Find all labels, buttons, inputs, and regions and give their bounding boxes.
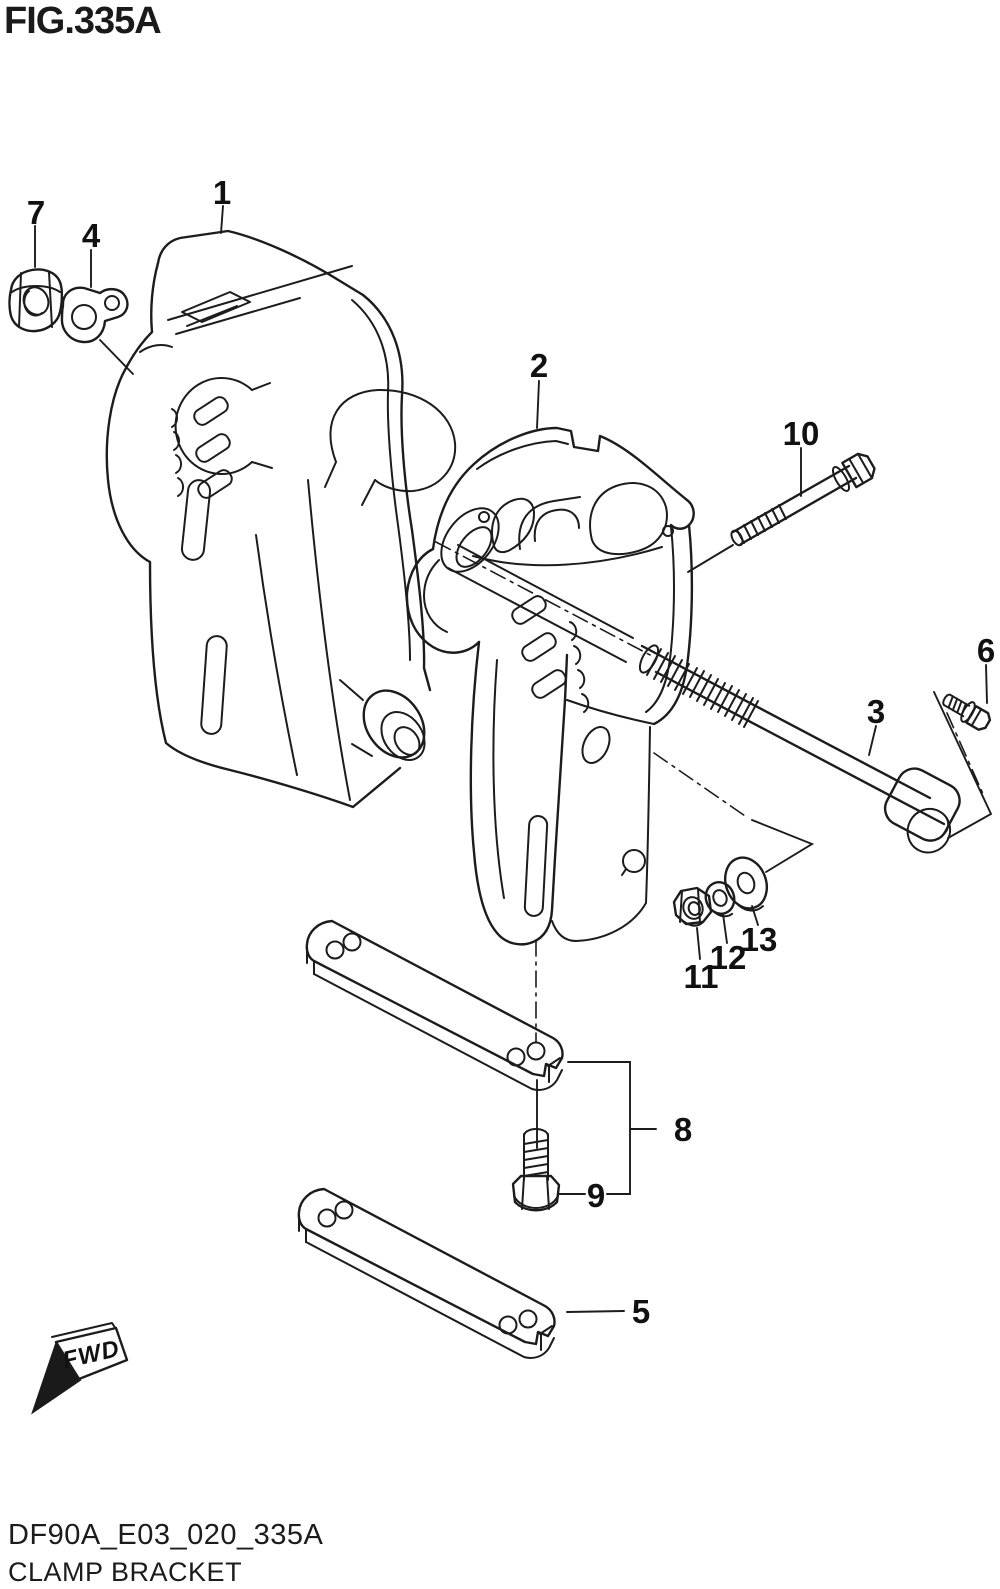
fwd-label: FWD [60,1335,122,1374]
part-7-nut [8,268,64,333]
part-label-8: 8 [674,1111,692,1148]
part-label-10: 10 [783,415,820,452]
part-9-bolt [511,1128,561,1212]
part-label-11: 11 [684,958,719,995]
drawing-code: DF90A_E03_020_335A [8,1519,324,1551]
part-label-6: 6 [977,632,995,669]
center-lines [435,541,993,1149]
footer: DF90A_E03_020_335A CLAMP BRACKET [8,1518,323,1588]
part-4-stopper-plate [60,286,134,375]
fwd-arrow: FWD [31,1322,129,1415]
part-label-4: 4 [82,217,101,254]
part-1-clamp-bracket-left [105,229,457,809]
part-label-12: 12 [710,939,747,976]
part-label-1: 1 [213,174,231,211]
leader-lines [34,205,988,1313]
part-label-3: 3 [867,693,885,730]
part-5-lower-plate [297,1187,556,1359]
part-2-clamp-bracket-right [405,426,695,946]
part-label-5: 5 [632,1293,650,1330]
part-label-13: 13 [741,921,778,958]
part-label-9: 9 [587,1177,605,1214]
part-11-nut [672,886,713,927]
part-label-7: 7 [27,194,45,231]
part-3-clamp-shaft [638,644,961,854]
drawing-name: CLAMP BRACKET [8,1556,243,1587]
part-label-2: 2 [530,347,548,384]
part-10-bolt [687,452,876,573]
part-13-washer [724,856,768,912]
figure-title: FIG.335A [4,0,162,42]
part-8-upper-plate [305,919,564,1091]
part-6-bolt [942,693,992,731]
